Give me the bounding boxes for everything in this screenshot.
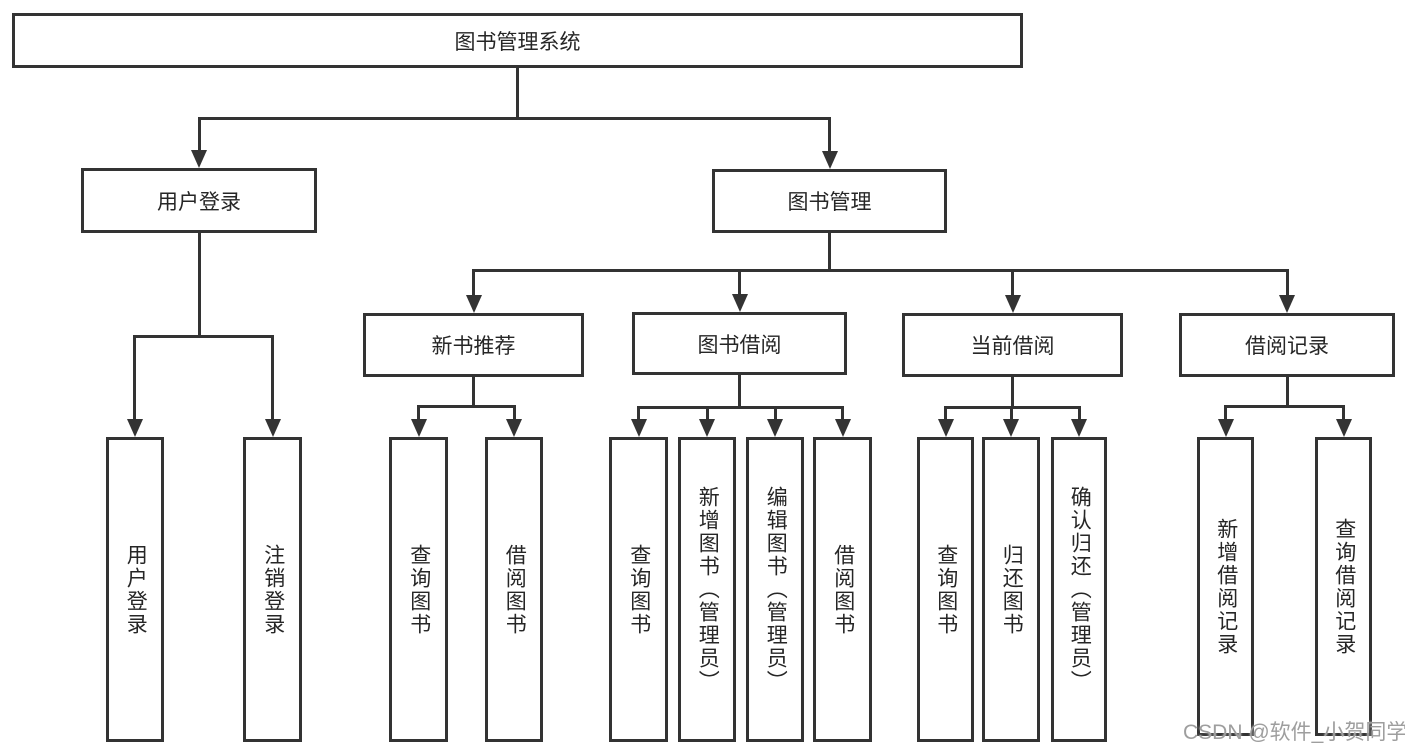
leaf-user-login-label: 用户登录 bbox=[124, 543, 148, 636]
arrow-down-icon bbox=[465, 295, 482, 313]
connector-arrow-shaft bbox=[944, 407, 947, 421]
connector-arrow-shaft bbox=[1285, 270, 1289, 297]
leaf-user-login: 用户登录 bbox=[106, 437, 164, 742]
arrow-down-icon bbox=[126, 419, 143, 437]
arrow-down-icon bbox=[1071, 419, 1087, 437]
connector-hline bbox=[1224, 404, 1345, 408]
connector-hline bbox=[472, 268, 1289, 272]
leaf-edit-book-admin: 编辑图书（管理员） bbox=[746, 437, 804, 742]
leaf-query-books-borrow: 查询图书 bbox=[609, 437, 668, 742]
arrow-down-icon bbox=[937, 419, 954, 437]
arrow-down-icon bbox=[506, 419, 522, 437]
connector-vline bbox=[197, 233, 201, 338]
leaf-borrow-books-label: 借阅图书 bbox=[831, 543, 855, 636]
connector-hline bbox=[133, 334, 274, 338]
connector-arrow-shaft bbox=[738, 270, 741, 296]
leaf-add-book-admin: 新增图书（管理员） bbox=[678, 437, 736, 742]
node-borrowing-records: 借阅记录 bbox=[1179, 313, 1395, 377]
leaf-add-borrow-record: 新增借阅记录 bbox=[1197, 437, 1254, 736]
connector-hline bbox=[637, 405, 844, 409]
node-book-management: 图书管理 bbox=[712, 169, 947, 233]
node-library-management-system: 图书管理系统 bbox=[12, 13, 1023, 68]
node-book-borrowing: 图书借阅 bbox=[632, 312, 847, 375]
node-new-book-recommendation: 新书推荐 bbox=[363, 313, 584, 377]
connector-arrow-shaft bbox=[828, 118, 831, 153]
leaf-confirm-return-admin: 确认归还（管理员） bbox=[1051, 437, 1107, 742]
connector-arrow-shaft bbox=[271, 336, 274, 421]
arrow-down-icon bbox=[264, 419, 281, 437]
node-current-borrowing: 当前借阅 bbox=[902, 313, 1123, 377]
arrow-down-icon bbox=[1003, 419, 1019, 437]
connector-vline bbox=[738, 375, 741, 409]
connector-arrow-shaft bbox=[637, 407, 640, 421]
leaf-query-books-current-label: 查询图书 bbox=[934, 543, 958, 636]
connector-arrow-shaft bbox=[1224, 406, 1227, 421]
watermark: CSDN @软件_小贺同学 bbox=[1183, 721, 1405, 744]
arrow-down-icon bbox=[834, 419, 851, 437]
connector-arrow-shaft bbox=[841, 407, 844, 421]
leaf-add-borrow-record-label: 新增借阅记录 bbox=[1214, 517, 1238, 656]
connector-hline bbox=[417, 404, 516, 408]
arrow-down-icon bbox=[1004, 295, 1021, 313]
connector-arrow-shaft bbox=[1011, 270, 1014, 297]
leaf-query-books-borrow-label: 查询图书 bbox=[627, 543, 651, 636]
leaf-borrow-books-recommend-label: 借阅图书 bbox=[503, 543, 527, 636]
connector-vline bbox=[828, 233, 831, 272]
leaf-return-book: 归还图书 bbox=[982, 437, 1040, 742]
arrow-down-icon bbox=[1335, 419, 1352, 437]
connector-arrow-shaft bbox=[197, 118, 201, 152]
connector-vline bbox=[1285, 377, 1289, 408]
connector-arrow-shaft bbox=[705, 407, 709, 421]
arrow-down-icon bbox=[699, 419, 715, 437]
arrow-down-icon bbox=[767, 419, 783, 437]
arrow-down-icon bbox=[1217, 419, 1234, 437]
leaf-logout: 注销登录 bbox=[243, 437, 302, 742]
arrow-down-icon bbox=[1279, 295, 1295, 313]
arrow-down-icon bbox=[821, 151, 838, 169]
leaf-query-borrow-record: 查询借阅记录 bbox=[1315, 437, 1372, 736]
leaf-query-books-recommend-label: 查询图书 bbox=[407, 543, 431, 636]
leaf-query-borrow-record-label: 查询借阅记录 bbox=[1332, 517, 1356, 656]
connector-arrow-shaft bbox=[773, 407, 777, 421]
arrow-down-icon bbox=[191, 150, 207, 168]
arrow-down-icon bbox=[630, 419, 647, 437]
leaf-query-books-recommend: 查询图书 bbox=[389, 437, 448, 742]
connector-arrow-shaft bbox=[472, 270, 475, 297]
leaf-return-book-label: 归还图书 bbox=[1000, 543, 1024, 636]
leaf-query-books-current: 查询图书 bbox=[917, 437, 974, 742]
connector-arrow-shaft bbox=[417, 406, 420, 421]
connector-arrow-shaft bbox=[1077, 407, 1081, 421]
node-user-login: 用户登录 bbox=[81, 168, 317, 233]
leaf-add-book-admin-label: 新增图书（管理员） bbox=[696, 486, 720, 693]
connector-arrow-shaft bbox=[1342, 406, 1345, 421]
leaf-borrow-books-recommend: 借阅图书 bbox=[485, 437, 543, 742]
arrow-down-icon bbox=[731, 294, 748, 312]
connector-vline bbox=[1011, 377, 1014, 409]
arrow-down-icon bbox=[410, 419, 427, 437]
leaf-edit-book-admin-label: 编辑图书（管理员） bbox=[764, 486, 788, 693]
connector-vline bbox=[472, 377, 475, 408]
connector-arrow-shaft bbox=[133, 336, 136, 421]
leaf-logout-label: 注销登录 bbox=[261, 543, 285, 636]
leaf-confirm-return-admin-label: 确认归还（管理员） bbox=[1068, 486, 1092, 693]
connector-vline bbox=[516, 68, 519, 120]
connector-arrow-shaft bbox=[1009, 407, 1013, 421]
leaf-borrow-books: 借阅图书 bbox=[813, 437, 872, 742]
connector-arrow-shaft bbox=[512, 406, 516, 421]
connector-hline bbox=[197, 116, 831, 120]
